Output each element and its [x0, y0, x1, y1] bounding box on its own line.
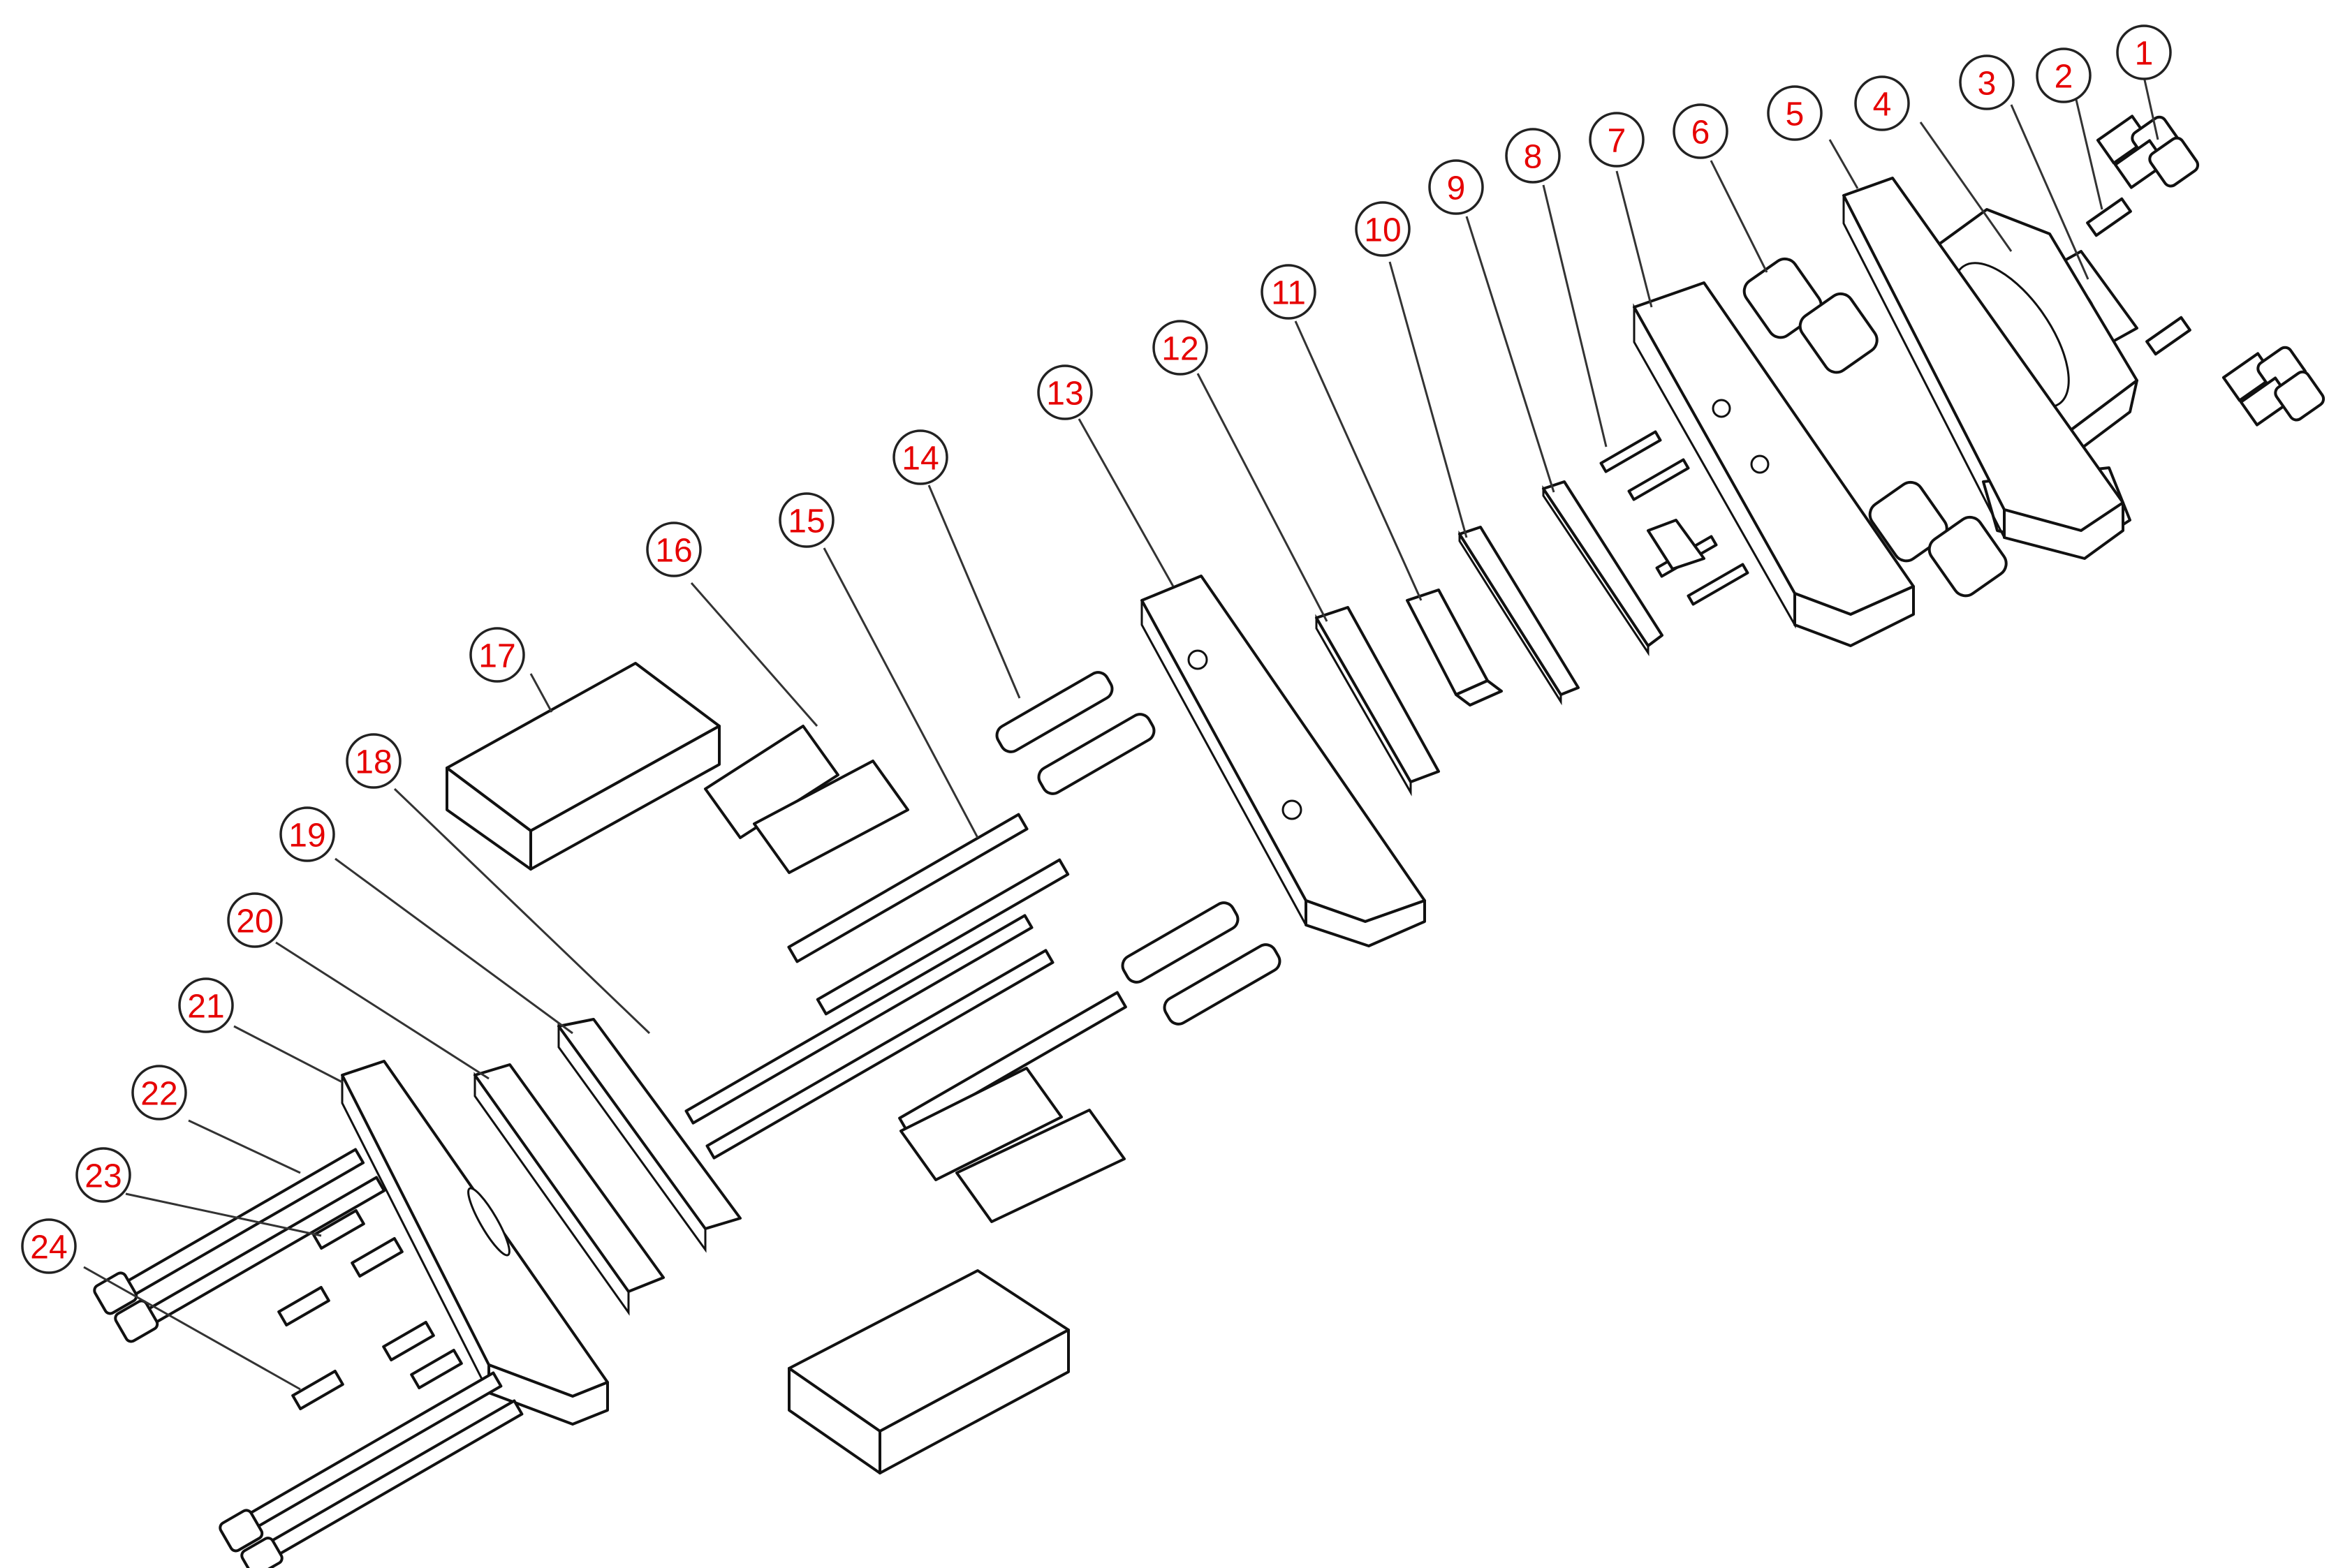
- callout-14: 14: [892, 429, 948, 485]
- leader-10: [1388, 261, 1468, 538]
- leader-8: [1542, 184, 1608, 448]
- part-21-bottom-plate: [341, 1060, 609, 1426]
- leader-18: [393, 787, 651, 1035]
- part-1-screws: [2096, 114, 2326, 427]
- callout-14-label: 14: [902, 441, 939, 478]
- callout-24: 24: [21, 1218, 77, 1274]
- callout-18: 18: [346, 733, 402, 789]
- callout-20: 20: [227, 892, 283, 948]
- part-20-ejector-plate: [473, 1063, 665, 1316]
- callout-22-label: 22: [140, 1076, 177, 1113]
- leader-17: [529, 673, 553, 713]
- callout-2: 2: [2036, 47, 2092, 103]
- part-9-insert: [1542, 480, 1663, 656]
- callout-12-label: 12: [1161, 331, 1198, 368]
- callout-8-label: 8: [1524, 139, 1543, 176]
- callout-16: 16: [646, 522, 702, 577]
- leader-4: [1919, 121, 2013, 252]
- leader-21: [233, 1025, 343, 1083]
- callout-balloons: 1 2 3 4 5 6 7 8 9 10 11 12 13 14 15 16 1…: [21, 24, 2172, 1274]
- leader-6: [1710, 160, 1768, 273]
- leader-7: [1615, 170, 1653, 308]
- callout-10-label: 10: [1364, 212, 1401, 249]
- leader-13: [1078, 418, 1175, 587]
- callout-5: 5: [1767, 85, 1823, 141]
- callout-15-label: 15: [788, 503, 825, 540]
- callout-7: 7: [1589, 112, 1645, 168]
- part-2-pins: [2086, 197, 2191, 356]
- part-17-spacer-block: [446, 662, 721, 871]
- callout-23-label: 23: [85, 1158, 122, 1195]
- part-spacer-block-lower: [788, 1269, 1070, 1474]
- callout-23: 23: [75, 1147, 131, 1203]
- part-16-springs: [704, 725, 1126, 1223]
- callout-5-label: 5: [1786, 96, 1805, 133]
- leader-lines: [83, 76, 2159, 1391]
- leader-3: [2010, 104, 2089, 280]
- leader-23: [125, 1192, 322, 1237]
- callout-11: 11: [1261, 264, 1316, 320]
- leader-1: [2143, 76, 2159, 140]
- part-7-cavity-block: [1633, 281, 1915, 647]
- callout-21-label: 21: [187, 989, 224, 1026]
- callout-4-label: 4: [1873, 87, 1892, 124]
- leader-2: [2073, 90, 2103, 210]
- part-14-guide-pins: [995, 671, 1281, 1026]
- callout-8: 8: [1505, 128, 1561, 184]
- part-10-core-insert: [1458, 526, 1580, 706]
- callout-12: 12: [1152, 320, 1208, 376]
- callout-18-label: 18: [355, 744, 392, 781]
- callout-19: 19: [279, 806, 335, 862]
- parts-layer: [93, 114, 2326, 1568]
- callout-9: 9: [1428, 159, 1484, 215]
- part-18-ejector-retainer: [557, 1018, 742, 1253]
- callout-17: 17: [469, 627, 525, 683]
- leader-12: [1196, 373, 1328, 622]
- leader-9: [1465, 216, 1555, 493]
- callout-9-label: 9: [1447, 170, 1466, 207]
- callout-17-label: 17: [478, 638, 515, 675]
- callout-21: 21: [178, 977, 234, 1033]
- part-13-core-plate: [1140, 575, 1426, 947]
- callout-13: 13: [1037, 364, 1093, 420]
- callout-11-label: 11: [1271, 275, 1306, 312]
- callout-2-label: 2: [2055, 59, 2073, 96]
- callout-1: 1: [2116, 24, 2172, 80]
- part-5-plate: [1842, 177, 2124, 560]
- leader-22: [188, 1119, 301, 1174]
- leader-15: [823, 547, 979, 838]
- leader-19: [335, 857, 573, 1035]
- callout-19-label: 19: [288, 818, 325, 855]
- callout-3-label: 3: [1978, 66, 1997, 103]
- callout-13-label: 13: [1046, 376, 1083, 413]
- callout-16-label: 16: [655, 533, 692, 570]
- callout-20-label: 20: [236, 903, 273, 940]
- part-11-slider: [1406, 589, 1503, 707]
- leader-11: [1294, 320, 1423, 601]
- leader-14: [927, 485, 1021, 699]
- callout-4: 4: [1854, 75, 1910, 131]
- part-12-retainer: [1315, 606, 1440, 797]
- leader-16: [690, 582, 818, 727]
- callout-3: 3: [1959, 54, 2015, 110]
- part-6-bushings: [1742, 257, 2008, 598]
- callout-1-label: 1: [2135, 36, 2154, 73]
- callout-15: 15: [779, 492, 835, 548]
- callout-6-label: 6: [1691, 114, 1710, 151]
- part-15-ejector-pins: [684, 813, 1127, 1160]
- callout-10: 10: [1355, 201, 1411, 257]
- part-22-24-bolts: [93, 1148, 524, 1568]
- callout-7-label: 7: [1608, 123, 1626, 160]
- callout-22: 22: [131, 1065, 187, 1120]
- leader-20: [275, 941, 490, 1080]
- callout-24-label: 24: [30, 1229, 67, 1266]
- callout-6: 6: [1673, 103, 1728, 159]
- leader-24: [83, 1266, 301, 1391]
- part-8-pins: [1599, 430, 1749, 606]
- leader-5: [1828, 139, 1859, 189]
